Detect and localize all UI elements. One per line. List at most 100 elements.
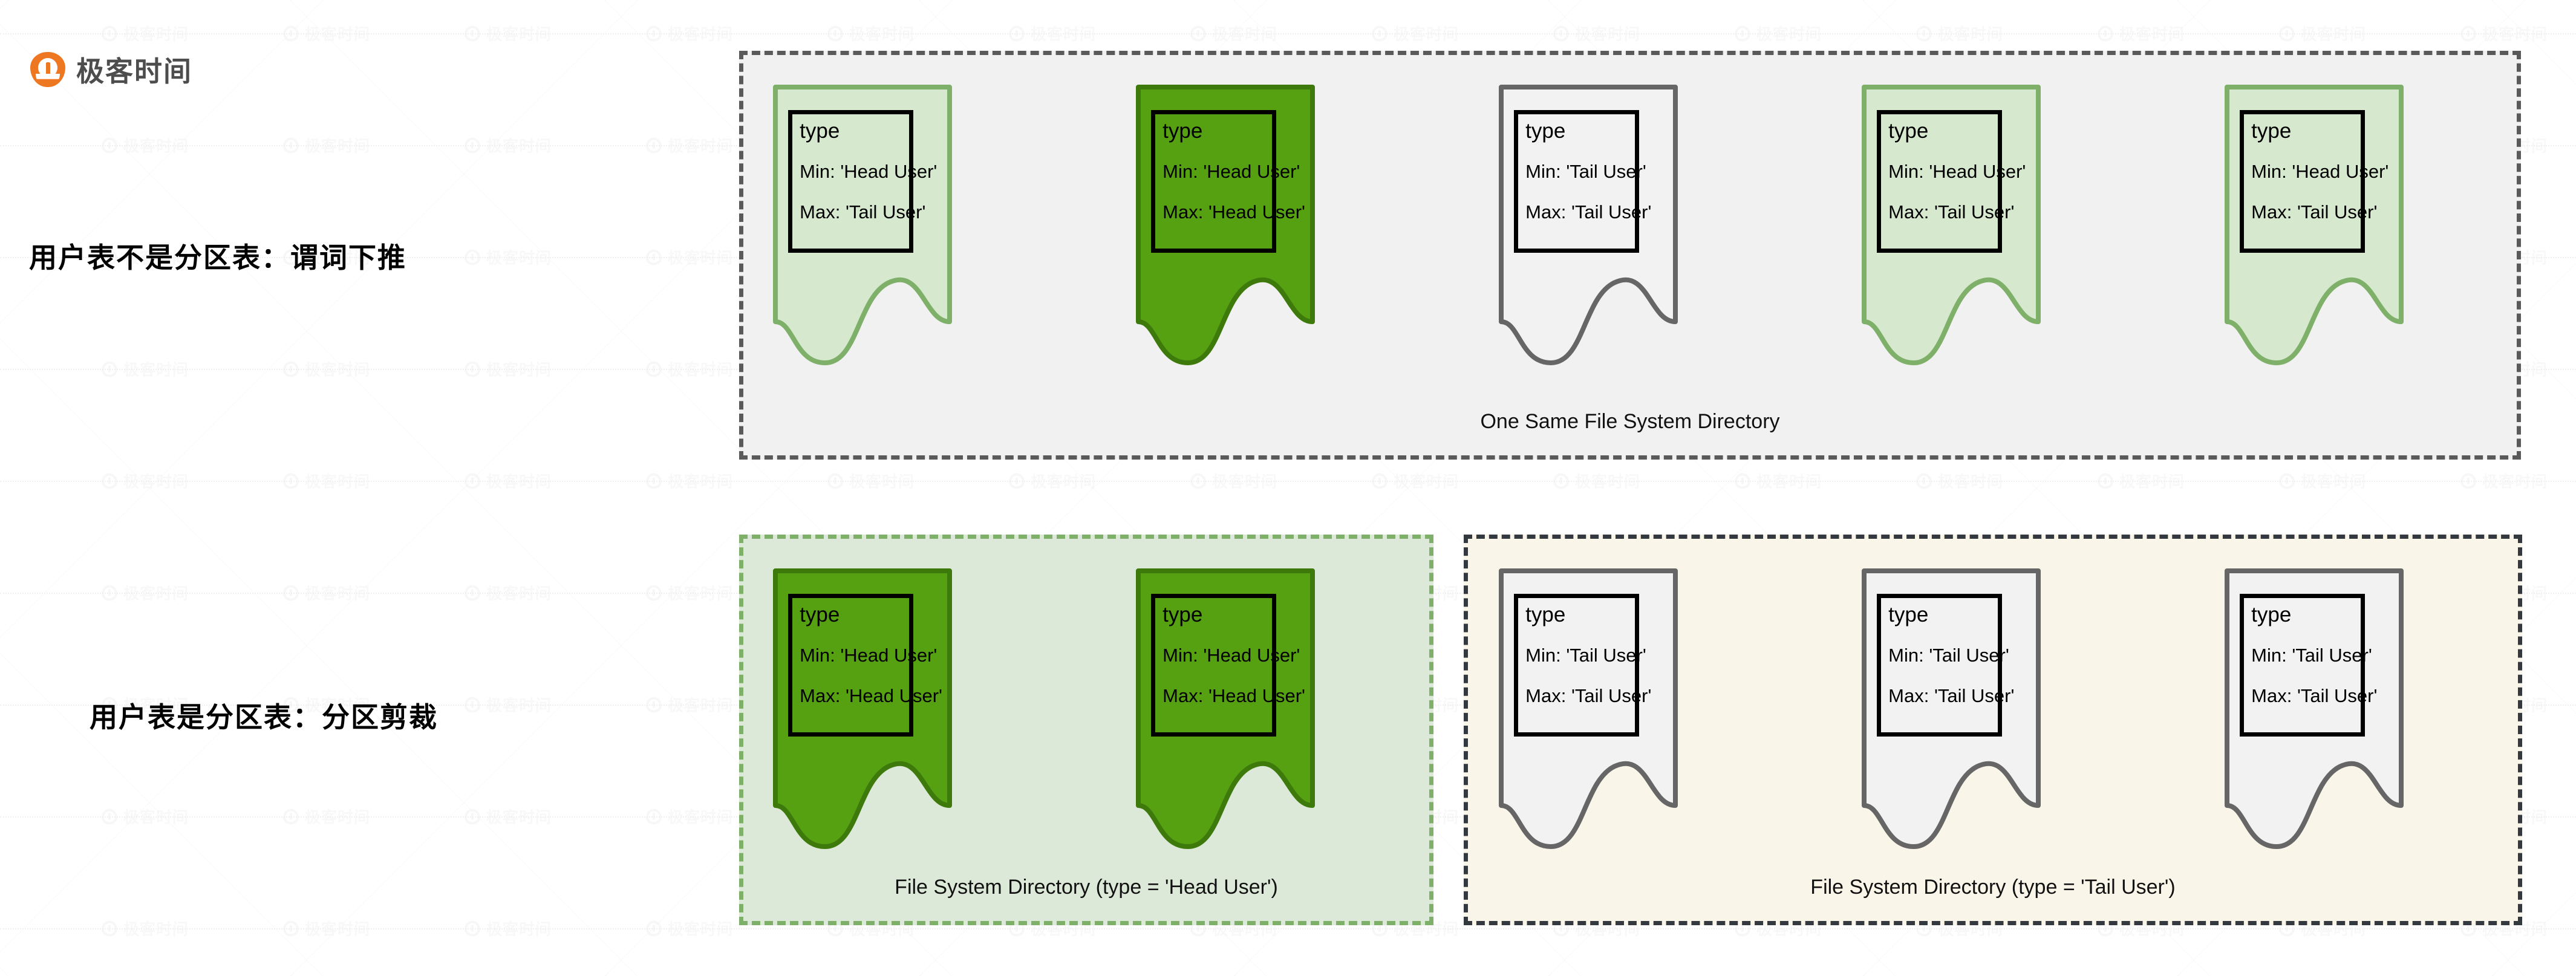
watermark-tile: 极客时间 bbox=[645, 470, 733, 492]
column-name: type bbox=[1525, 602, 1566, 626]
watermark-tile: 极客时间 bbox=[464, 582, 552, 604]
watermark-tile: 极客时间 bbox=[101, 917, 189, 940]
max-value: Max: 'Head User' bbox=[1162, 201, 1305, 223]
watermark-tile: 极客时间 bbox=[464, 917, 552, 940]
watermark-tile: 极客时间 bbox=[464, 470, 552, 492]
watermark-tile: 极客时间 bbox=[464, 805, 552, 828]
watermark-tile: 极客时间 bbox=[282, 582, 370, 604]
column-name: type bbox=[800, 602, 840, 626]
watermark-tile: 极客时间 bbox=[101, 805, 189, 828]
tail-directory-label: File System Directory (type = 'Tail User… bbox=[1810, 876, 2176, 899]
watermark-tile: 极客时间 bbox=[1371, 22, 1459, 45]
watermark-tile: 极客时间 bbox=[1190, 22, 1277, 45]
file-banner-shape bbox=[1136, 568, 1315, 849]
min-value: Min: 'Tail User' bbox=[1525, 644, 1646, 666]
watermark-tile: 极客时间 bbox=[645, 358, 733, 380]
min-value: Min: 'Head User' bbox=[1888, 160, 2026, 182]
min-value: Min: 'Head User' bbox=[2251, 160, 2389, 182]
watermark-tile: 极客时间 bbox=[645, 246, 733, 268]
watermark-tile: 极客时间 bbox=[2460, 470, 2548, 492]
watermark-tile: 极客时间 bbox=[827, 22, 915, 45]
file-banner-shape bbox=[773, 85, 952, 365]
watermark-tile: 极客时间 bbox=[1553, 470, 1640, 492]
file-banner-shape bbox=[1862, 568, 2041, 849]
watermark-tile: 极客时间 bbox=[1008, 22, 1096, 45]
watermark-tile: 极客时间 bbox=[464, 134, 552, 157]
brand-logo: 极客时间 bbox=[30, 50, 192, 89]
min-value: Min: 'Head User' bbox=[800, 160, 937, 182]
watermark-diagonal-line bbox=[0, 0, 774, 976]
watermark-tile: 极客时间 bbox=[464, 246, 552, 268]
min-value: Min: 'Head User' bbox=[1162, 160, 1300, 182]
top-directory-label: One Same File System Directory bbox=[1480, 410, 1780, 433]
watermark-tile: 极客时间 bbox=[2097, 470, 2185, 492]
min-value: Min: 'Tail User' bbox=[2251, 644, 2372, 666]
watermark-tile: 极客时间 bbox=[2097, 22, 2185, 45]
watermark-tile: 极客时间 bbox=[645, 134, 733, 157]
max-value: Max: 'Tail User' bbox=[1888, 685, 2015, 707]
watermark-tile: 极客时间 bbox=[645, 582, 733, 604]
watermark-guide-line bbox=[0, 481, 2576, 482]
watermark-tile: 极客时间 bbox=[282, 805, 370, 828]
max-value: Max: 'Tail User' bbox=[1888, 201, 2015, 223]
watermark-tile: 极客时间 bbox=[101, 358, 189, 380]
max-value: Max: 'Tail User' bbox=[1525, 201, 1652, 223]
watermark-guide-line bbox=[0, 33, 2576, 34]
watermark-tile: 极客时间 bbox=[645, 22, 733, 45]
watermark-tile: 极客时间 bbox=[101, 134, 189, 157]
watermark-tile: 极客时间 bbox=[464, 358, 552, 380]
max-value: Max: 'Tail User' bbox=[2251, 201, 2378, 223]
watermark-tile: 极客时间 bbox=[645, 917, 733, 940]
watermark-tile: 极客时间 bbox=[2278, 470, 2366, 492]
caption-predicate-pushdown: 用户表不是分区表：谓词下推 bbox=[29, 242, 406, 273]
watermark-diagonal-line bbox=[0, 0, 774, 976]
geektime-drop-logo-icon bbox=[30, 52, 65, 87]
watermark-tile: 极客时间 bbox=[464, 22, 552, 45]
watermark-tile: 极客时间 bbox=[1553, 22, 1640, 45]
min-value: Min: 'Tail User' bbox=[1888, 644, 2009, 666]
watermark-diagonal-line bbox=[0, 0, 145, 976]
watermark-tile: 极客时间 bbox=[282, 470, 370, 492]
watermark-tile: 极客时间 bbox=[1916, 470, 2003, 492]
file-banner-shape bbox=[1499, 568, 1678, 849]
column-name: type bbox=[1525, 119, 1566, 143]
file-banner-shape bbox=[1136, 85, 1315, 365]
max-value: Max: 'Tail User' bbox=[2251, 685, 2378, 707]
watermark-tile: 极客时间 bbox=[101, 470, 189, 492]
watermark-tile: 极客时间 bbox=[1916, 22, 2003, 45]
min-value: Min: 'Head User' bbox=[800, 644, 937, 666]
column-name: type bbox=[1162, 602, 1203, 626]
max-value: Max: 'Head User' bbox=[1162, 685, 1305, 707]
head-directory-label: File System Directory (type = 'Head User… bbox=[895, 876, 1278, 899]
watermark-guide-line bbox=[0, 928, 2576, 929]
watermark-tile: 极客时间 bbox=[827, 470, 915, 492]
max-value: Max: 'Tail User' bbox=[1525, 685, 1652, 707]
watermark-tile: 极客时间 bbox=[1734, 22, 1822, 45]
watermark-tile: 极客时间 bbox=[282, 22, 370, 45]
watermark-diagonal-line bbox=[0, 0, 145, 976]
watermark-tile: 极客时间 bbox=[1371, 470, 1459, 492]
watermark-tile: 极客时间 bbox=[1008, 470, 1096, 492]
watermark-tile: 极客时间 bbox=[282, 358, 370, 380]
watermark-tile: 极客时间 bbox=[101, 582, 189, 604]
watermark-tile: 极客时间 bbox=[282, 134, 370, 157]
watermark-tile: 极客时间 bbox=[2278, 22, 2366, 45]
watermark-tile: 极客时间 bbox=[282, 917, 370, 940]
column-name: type bbox=[2251, 602, 2292, 626]
file-banner-shape bbox=[773, 568, 952, 849]
watermark-diagonal-line bbox=[0, 0, 460, 976]
